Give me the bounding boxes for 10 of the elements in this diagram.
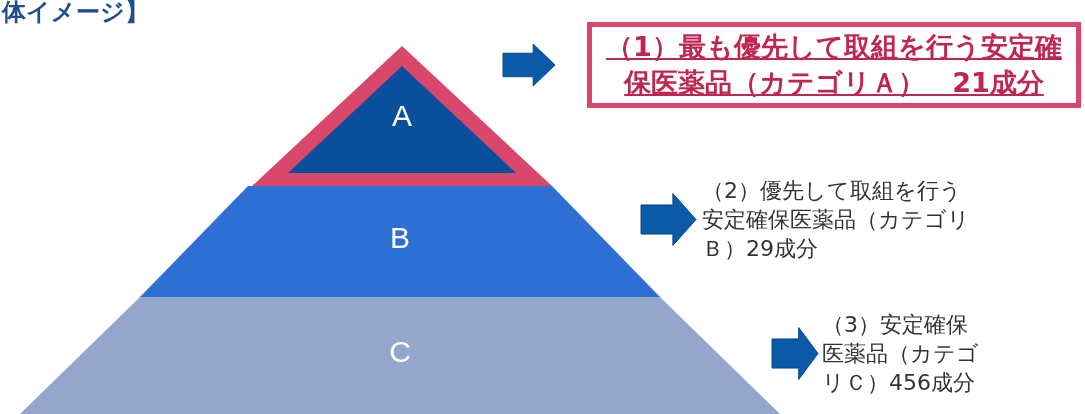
block-arrow	[771, 327, 819, 380]
block-arrow	[502, 43, 556, 87]
pyramid-bottom-band: C	[20, 297, 780, 414]
title: 体イメージ】	[2, 0, 149, 28]
pyramid-top-triangle: A	[252, 46, 552, 186]
category-text: （3）安定確保医薬品（カテゴリＣ）456成分	[822, 310, 982, 397]
block-arrow	[640, 193, 697, 246]
pyramid-middle-band: B	[140, 186, 660, 297]
highlight-text-box: （1）最も優先して取組を行う安定確保医薬品（カテゴリＡ） 21成分	[587, 22, 1081, 108]
category-text: （2）優先して取組を行う安定確保医薬品（カテゴリＢ）29成分	[702, 176, 970, 263]
